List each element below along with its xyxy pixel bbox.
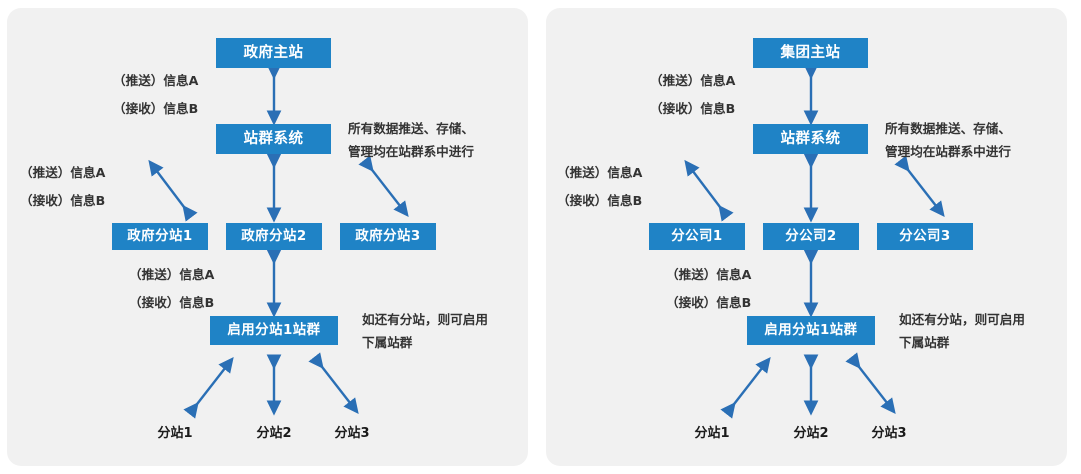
note-top-push: （推送）信息A (650, 73, 736, 88)
arrow-system-to-branch1 (684, 159, 734, 222)
node-branch-3[interactable]: 政府分站3 (340, 223, 436, 250)
note-right-lower-line1: 如还有分站，则可启用 (362, 312, 488, 327)
leaf-label-2: 分站2 (256, 426, 292, 441)
note-right-lower-line2: 下属站群 (899, 335, 950, 350)
note-top-receive: （接收）信息B (113, 101, 199, 116)
leaf-label-3: 分站3 (871, 426, 907, 441)
node-subsystem[interactable]: 启用分站1站群 (210, 316, 338, 345)
arrow-system-to-branch3 (894, 155, 945, 218)
note-mid-receive: （接收）信息B (557, 193, 643, 208)
arrow-system-to-branch1 (148, 159, 198, 222)
node-root[interactable]: 集团主站 (753, 38, 868, 68)
note-low-receive: （接收）信息B (666, 295, 752, 310)
diagram-panel-group: 集团主站 站群系统 分公司1 分公司2 分公司3 启用分站1站群 分站1 分站2… (546, 8, 1067, 466)
note-right-lower-line1: 如还有分站，则可启用 (899, 312, 1025, 327)
note-mid-push: （推送）信息A (20, 165, 106, 180)
note-low-receive: （接收）信息B (129, 295, 215, 310)
note-low-push: （推送）信息A (129, 267, 215, 282)
diagram-panel-government: 政府主站 站群系统 政府分站1 政府分站2 政府分站3 启用分站1站群 分站1 … (7, 8, 528, 466)
note-right-lower-line2: 下属站群 (362, 335, 413, 350)
node-branch-2[interactable]: 政府分站2 (226, 223, 322, 250)
node-branch-1[interactable]: 政府分站1 (112, 223, 208, 250)
arrow-subsystem-to-leaf1 (720, 356, 771, 419)
note-top-push: （推送）信息A (113, 73, 199, 88)
note-low-push: （推送）信息A (666, 267, 752, 282)
note-right-upper-line2: 管理均在站群系中进行 (348, 144, 474, 159)
node-system[interactable]: 站群系统 (753, 124, 868, 154)
node-system[interactable]: 站群系统 (216, 124, 331, 154)
arrow-subsystem-to-leaf3 (308, 352, 359, 415)
note-right-upper-line2: 管理均在站群系中进行 (885, 144, 1011, 159)
note-right-upper-line1: 所有数据推送、存储、 (885, 121, 1011, 136)
note-mid-push: （推送）信息A (557, 165, 643, 180)
leaf-label-2: 分站2 (793, 426, 829, 441)
note-top-receive: （接收）信息B (650, 101, 736, 116)
node-subsystem[interactable]: 启用分站1站群 (747, 316, 875, 345)
leaf-label-1: 分站1 (157, 426, 193, 441)
node-root[interactable]: 政府主站 (216, 38, 331, 68)
leaf-label-1: 分站1 (694, 426, 730, 441)
node-branch-3[interactable]: 分公司3 (877, 223, 973, 250)
node-branch-1[interactable]: 分公司1 (649, 223, 745, 250)
arrow-subsystem-to-leaf3 (845, 352, 896, 415)
leaf-label-3: 分站3 (334, 426, 370, 441)
note-right-upper-line1: 所有数据推送、存储、 (348, 121, 474, 136)
node-branch-2[interactable]: 分公司2 (763, 223, 859, 250)
note-mid-receive: （接收）信息B (20, 193, 106, 208)
arrow-subsystem-to-leaf1 (183, 356, 234, 419)
arrow-system-to-branch3 (358, 155, 409, 218)
